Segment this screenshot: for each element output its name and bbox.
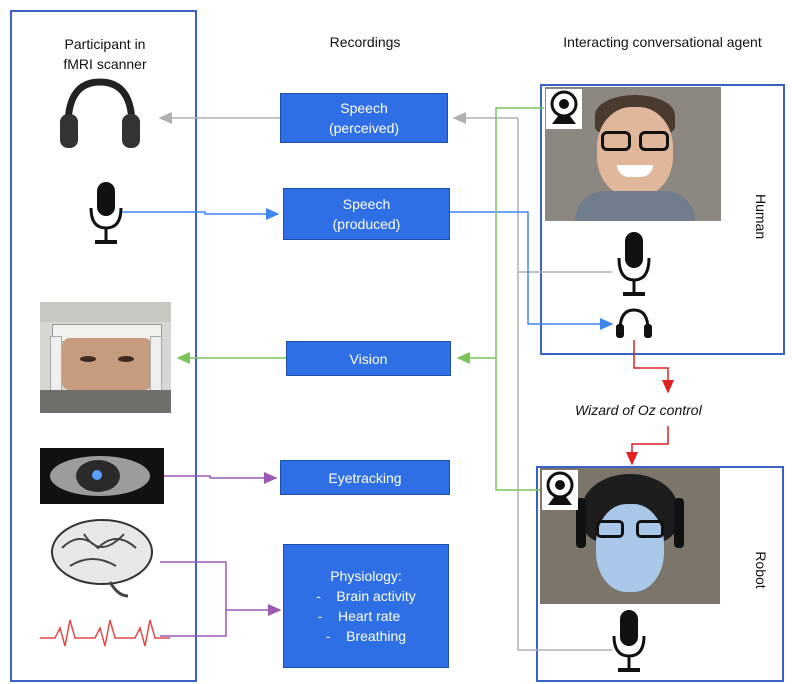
participant-header-line1: Participant in [64,36,146,52]
vision-arrows [176,107,544,491]
eyetracking-box: Eyetracking [280,460,450,495]
physiology-box: Physiology: - Brain activity - Heart rat… [283,544,449,668]
recordings-header: Recordings [329,34,401,50]
perceived-speech-arrows [158,112,612,651]
robot-panel [536,466,784,682]
brain-icon [51,519,153,598]
participant-header-line2: fMRI scanner [63,56,147,72]
eye-icon [40,448,164,504]
speech-produced-line1: Speech [342,196,391,212]
headphones-icon [616,308,652,338]
speech-perceived-line2: (perceived) [328,120,400,136]
human-panel [540,84,785,355]
speech-produced-line2: (produced) [332,216,401,232]
physiology-title: Physiology: [330,568,402,584]
physiology-item-heart: - Heart rate [317,608,401,624]
produced-speech-arrows [122,208,614,330]
speech-produced-box: Speech (produced) [283,188,450,240]
participant-face-photo [40,302,171,413]
microphone-icon [612,610,646,672]
physiology-item-breathing: - Breathing [325,628,407,644]
microphone-icon [89,182,123,244]
microphone-icon [617,232,651,296]
vision-label: Vision [349,350,388,367]
participant-panel [10,10,197,682]
heartbeat-icon [40,619,170,647]
webcam-icon [546,89,582,129]
speech-perceived-box: Speech (perceived) [280,93,448,143]
speech-perceived-line1: Speech [340,100,388,116]
headphones-icon [60,78,140,148]
agent-header: Interacting conversational agent [563,34,762,50]
wizard-control-arrows [626,340,674,466]
participant-header: Participant in fMRI scanner [30,34,180,74]
robot-agent-photo [540,468,720,604]
vision-box: Vision [286,341,451,376]
physiology-arrows [160,472,282,637]
wizard-of-oz-label: Wizard of Oz control [575,402,702,418]
eyetracking-label: Eyetracking [328,469,402,486]
physiology-item-brain: - Brain activity [316,588,416,604]
webcam-icon [542,470,578,510]
